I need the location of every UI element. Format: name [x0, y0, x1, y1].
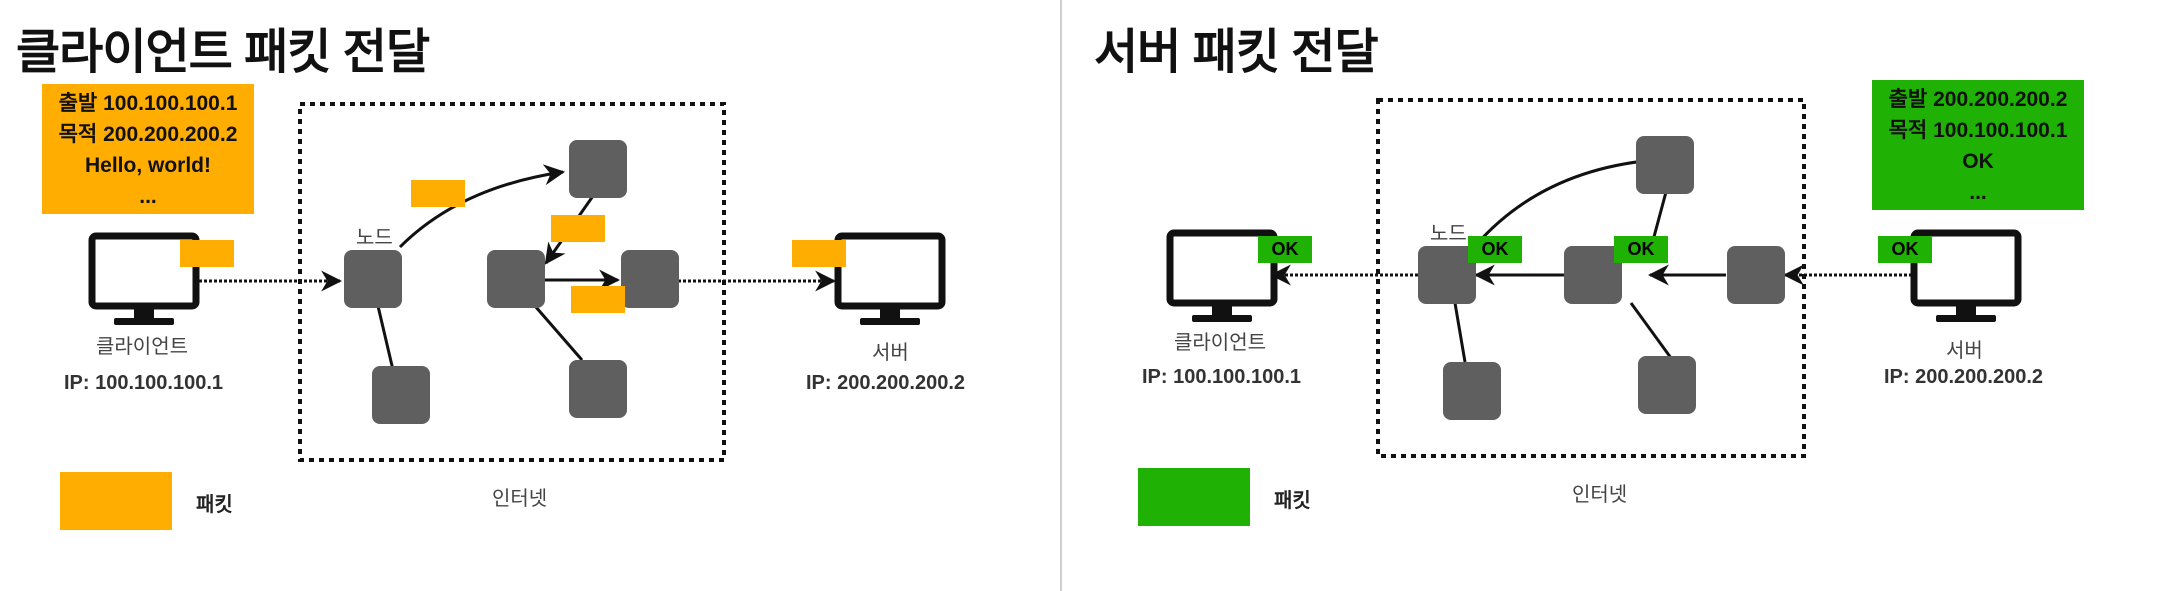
legend-label: 패킷 — [196, 494, 233, 516]
monitor-icon — [1166, 229, 1278, 322]
legend-swatch — [1138, 468, 1250, 526]
link-node-a-e — [398, 164, 566, 249]
panel-divider — [1060, 0, 1062, 591]
ok-packet: OK — [1468, 236, 1522, 263]
router-node-icon — [569, 140, 627, 198]
monitor-icon — [834, 232, 946, 325]
client-network-diagram — [88, 102, 946, 462]
legend-label: 패킷 — [1274, 490, 1311, 512]
node-label: 노드 — [356, 227, 393, 249]
packet-payload: Hello, world! — [85, 154, 211, 177]
packet-source: 출발 100.100.100.1 — [58, 92, 238, 115]
server-ip: IP: 200.200.200.2 — [806, 372, 966, 394]
link-node-a-d — [1453, 302, 1467, 363]
packet-marker — [411, 180, 465, 207]
ok-packet: OK — [1258, 236, 1312, 263]
client-label: 클라이언트 — [96, 336, 188, 358]
legend-swatch — [60, 472, 172, 530]
router-node-icon — [487, 250, 545, 308]
client-ip: IP: 100.100.100.1 — [1142, 366, 1302, 388]
router-node-icon — [1727, 246, 1785, 304]
page-title: 클라이언트 패킷 전달 — [16, 26, 430, 79]
packet-source: 출발 200.200.200.2 — [1888, 88, 2068, 111]
packet-payload: OK — [1962, 150, 1994, 173]
internet-label: 인터넷 — [492, 488, 548, 510]
internet-label: 인터넷 — [1572, 484, 1628, 506]
router-node-icon — [1418, 246, 1476, 304]
link-node-a-d — [376, 305, 395, 371]
packet-destination: 목적 200.200.200.2 — [58, 123, 238, 146]
node-label: 노드 — [1430, 223, 1467, 245]
client-packet-panel: 클라이언트 패킷 전달 출발 100.100.100.1 목적 200.200.… — [0, 0, 1060, 591]
ok-packet: OK — [1878, 236, 1932, 263]
page-title: 서버 패킷 전달 — [1094, 26, 1379, 79]
server-packet-panel: 서버 패킷 전달 출발 200.200.200.2 목적 100.100.100… — [1062, 0, 2158, 591]
router-node-icon — [1443, 362, 1501, 420]
server-network-diagram — [1166, 98, 2022, 458]
packet-marker — [792, 240, 846, 267]
router-node-icon — [372, 366, 430, 424]
packet-marker — [571, 286, 625, 313]
router-node-icon — [621, 250, 679, 308]
router-node-icon — [1564, 246, 1622, 304]
link-node-c-f — [1629, 302, 1673, 359]
link-node-c-f — [533, 305, 584, 361]
server-label: 서버 — [872, 342, 909, 364]
packet-info-box: 출발 200.200.200.2 목적 100.100.100.1 OK ... — [1872, 80, 2084, 210]
internet-boundary — [1376, 98, 1806, 458]
router-node-icon — [1636, 136, 1694, 194]
packet-marker — [180, 240, 234, 267]
monitor-icon — [1910, 229, 2022, 322]
server-ip: IP: 200.200.200.2 — [1884, 366, 2044, 388]
ok-packet: OK — [1614, 236, 1668, 263]
server-label: 서버 — [1946, 340, 1983, 362]
packet-ellipsis: ... — [1969, 181, 1987, 204]
packet-info-box: 출발 100.100.100.1 목적 200.200.200.2 Hello,… — [42, 84, 254, 214]
packet-destination: 목적 100.100.100.1 — [1888, 119, 2068, 142]
router-node-icon — [344, 250, 402, 308]
packet-ellipsis: ... — [139, 185, 157, 208]
client-label: 클라이언트 — [1174, 332, 1266, 354]
router-node-icon — [569, 360, 627, 418]
packet-marker — [551, 215, 605, 242]
client-ip: IP: 100.100.100.1 — [64, 372, 224, 394]
link-node-e-a — [1474, 158, 1655, 246]
monitor-icon — [88, 232, 200, 325]
router-node-icon — [1638, 356, 1696, 414]
